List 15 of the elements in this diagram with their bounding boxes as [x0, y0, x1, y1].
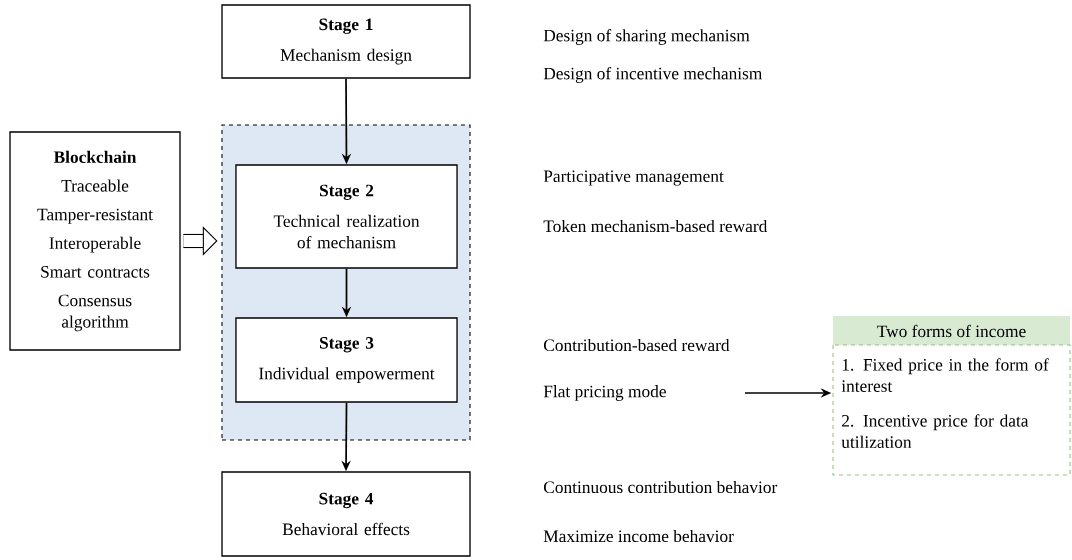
- annotation-text: Design of incentive mechanism: [543, 67, 763, 83]
- annotation-text: Participative management: [543, 170, 724, 186]
- annotation-text: Flat pricing mode: [543, 385, 666, 401]
- stage-box: Stage 1 Mechanism design: [221, 4, 471, 79]
- annotation-text: Continuous contribution behavior: [544, 480, 778, 494]
- income-box: Two forms of income 1. Fixed price in the form of interest 2. Incentive price for data utilization: [832, 316, 1071, 476]
- stage-box: Stage 4 Behavioral effects: [221, 471, 471, 557]
- annotation-text: Contribution-based reward: [544, 338, 730, 352]
- stage-box: Stage 2 Technical realization of mechanism: [235, 164, 458, 269]
- feature-box: Blockchain Traceable Tamper-resistant Interoperable Smart contracts Consensus algorithm: [9, 131, 181, 351]
- annotation-text: Design of sharing mechanism: [543, 29, 750, 45]
- node-label: Two forms of income: [877, 324, 1026, 338]
- annotation-text: Token mechanism-based reward: [543, 219, 768, 233]
- stage-box: Stage 3 Individual empowerment: [235, 317, 458, 403]
- annotation-text: Maximize income behavior: [543, 529, 734, 543]
